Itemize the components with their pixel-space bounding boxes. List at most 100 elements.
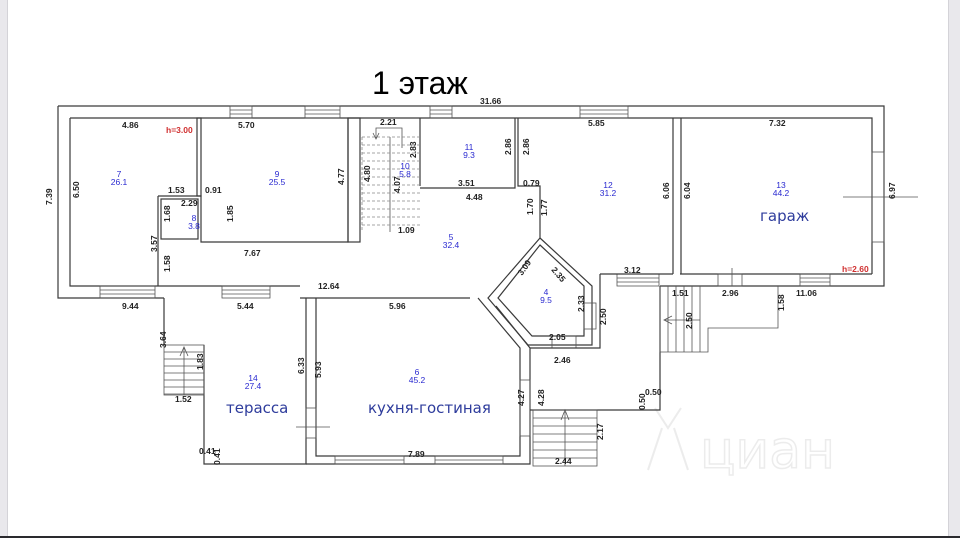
room-14-number: 14 — [248, 373, 258, 383]
terrace-stair-arrow-icon — [179, 346, 189, 357]
watermark-logo-icon — [647, 407, 689, 471]
hall-right-wall — [530, 274, 601, 349]
room-14-area: 27.4 — [245, 381, 262, 391]
dimension-d-4-07: 4.07 — [392, 176, 402, 193]
dimension-d-3-64: 3.64 — [158, 331, 168, 348]
dimension-d-1-09: 1.09 — [398, 225, 415, 235]
ceiling-height-garage: h=2.60 — [842, 264, 869, 274]
dimension-d-5-85: 5.85 — [588, 118, 605, 128]
room-5-number: 5 — [449, 232, 454, 242]
dimension-d-4-28: 4.28 — [536, 389, 546, 406]
room-8-area: 3.8 — [188, 221, 200, 231]
dimension-d-11-06: 11.06 — [796, 288, 817, 298]
room-6-area: 45.2 — [409, 375, 426, 385]
room-8-number: 8 — [192, 213, 197, 223]
dimension-d-2-17: 2.17 — [595, 423, 605, 440]
room-4-walls — [487, 237, 597, 349]
wall-9 — [158, 118, 349, 243]
dimension-d-7-39: 7.39 — [44, 188, 54, 205]
entry-stairs — [532, 408, 598, 467]
dimension-d-1-83: 1.83 — [195, 353, 205, 370]
dimension-d-7-89: 7.89 — [408, 449, 425, 459]
dimension-d-3-51: 3.51 — [458, 178, 475, 188]
room-9-area: 25.5 — [269, 177, 286, 187]
dimension-d-0-41b: 0.41 — [212, 448, 222, 465]
dimension-d-4-48: 4.48 — [466, 192, 483, 202]
dimension-d-2-33: 2.33 — [576, 295, 586, 312]
dimension-d-1-52: 1.52 — [175, 394, 192, 404]
outer-wall-left — [57, 106, 164, 299]
bottom-windows — [99, 273, 831, 299]
dimension-d-1-85: 1.85 — [225, 205, 235, 222]
room-7-number: 7 — [117, 169, 122, 179]
kitchen-inner — [315, 297, 521, 457]
room-5-area: 32.4 — [443, 240, 460, 250]
watermark: циан — [647, 407, 836, 482]
wall-7-9 — [196, 117, 202, 197]
dimension-d-0-79: 0.79 — [523, 178, 540, 188]
dimension-d-2-21: 2.21 — [380, 117, 397, 127]
terrace-stairs — [163, 344, 205, 396]
terrace-label: терасса — [226, 399, 288, 417]
dimension-d-7-32: 7.32 — [769, 118, 786, 128]
interior-walls — [157, 117, 682, 286]
dimension-d-12-64: 12.64 — [318, 281, 340, 291]
wall-11 — [420, 118, 516, 189]
dimension-d-5-93: 5.93 — [313, 361, 323, 378]
room-10-number: 10 — [400, 161, 410, 171]
dimension-d-5-70: 5.70 — [238, 120, 255, 130]
dimension-d-0-50b: 0.50 — [637, 393, 647, 410]
dimension-d-9-44: 9.44 — [122, 301, 139, 311]
dimension-d-6-50: 6.50 — [71, 181, 81, 198]
room-4-window — [583, 302, 597, 330]
room-8-box — [160, 198, 199, 240]
dimension-d-6-06: 6.06 — [661, 182, 671, 199]
garage-label: гараж — [760, 207, 809, 225]
dimension-d-6-04: 6.04 — [682, 182, 692, 199]
room-12-number: 12 — [603, 180, 613, 190]
dimension-d-1-68: 1.68 — [162, 205, 172, 222]
room-4-area: 9.5 — [540, 295, 552, 305]
room-13-number: 13 — [776, 180, 786, 190]
floor-plan-sheet — [7, 0, 949, 536]
ceiling-height-main: h=3.00 — [166, 125, 193, 135]
garage-stairs — [659, 286, 779, 353]
dimension-d-2-50b: 2.50 — [684, 312, 694, 329]
kitchen-window-1 — [334, 455, 405, 465]
dimension-d-1-53: 1.53 — [168, 185, 185, 195]
dimension-d-2-29: 2.29 — [181, 198, 198, 208]
dimension-d-6-97: 6.97 — [887, 182, 897, 199]
terrace-outline — [203, 298, 307, 465]
dimension-d-2-46: 2.46 — [554, 355, 571, 365]
dimension-d-1-70: 1.70 — [525, 198, 535, 215]
dimension-d-7-67: 7.67 — [244, 248, 261, 258]
room-labels: 7 26.1 9 25.5 8 3.8 10 5.8 11 9.3 12 31.… — [111, 125, 869, 417]
room-6-number: 6 — [415, 367, 420, 377]
room-4-number: 4 — [544, 287, 549, 297]
kitchen-living-label: кухня-гостиная — [368, 399, 491, 417]
screen-bottom-edge — [0, 536, 960, 538]
room-7-area: 26.1 — [111, 177, 128, 187]
room-4-inner — [497, 244, 585, 337]
kitchen-side-window — [519, 379, 531, 437]
room-11-area: 9.3 — [463, 150, 475, 160]
watermark-text: циан — [700, 421, 835, 481]
entry-stair-arrow-icon — [560, 408, 570, 421]
wall-stair-left — [347, 117, 361, 243]
dimension-d-1-58a: 1.58 — [162, 255, 172, 272]
dimension-d-4-80: 4.80 — [362, 165, 372, 182]
dimension-d-2-50a: 2.50 — [598, 308, 608, 325]
room-10-area: 5.8 — [399, 169, 411, 179]
kitchen-door-frame — [305, 407, 317, 439]
kitchen-outer — [306, 305, 531, 465]
garage-stair-arrow-icon — [663, 315, 673, 325]
dimension-d-2-44: 2.44 — [555, 456, 572, 466]
dimension-d-1-77: 1.77 — [539, 199, 549, 216]
floor-title: 1 этаж — [372, 65, 468, 101]
dimension-d-3-12: 3.12 — [624, 265, 641, 275]
dimension-d-1-51: 1.51 — [672, 288, 689, 298]
dim-overall: 31.66 — [480, 96, 502, 106]
garage-door-frame — [717, 273, 743, 287]
